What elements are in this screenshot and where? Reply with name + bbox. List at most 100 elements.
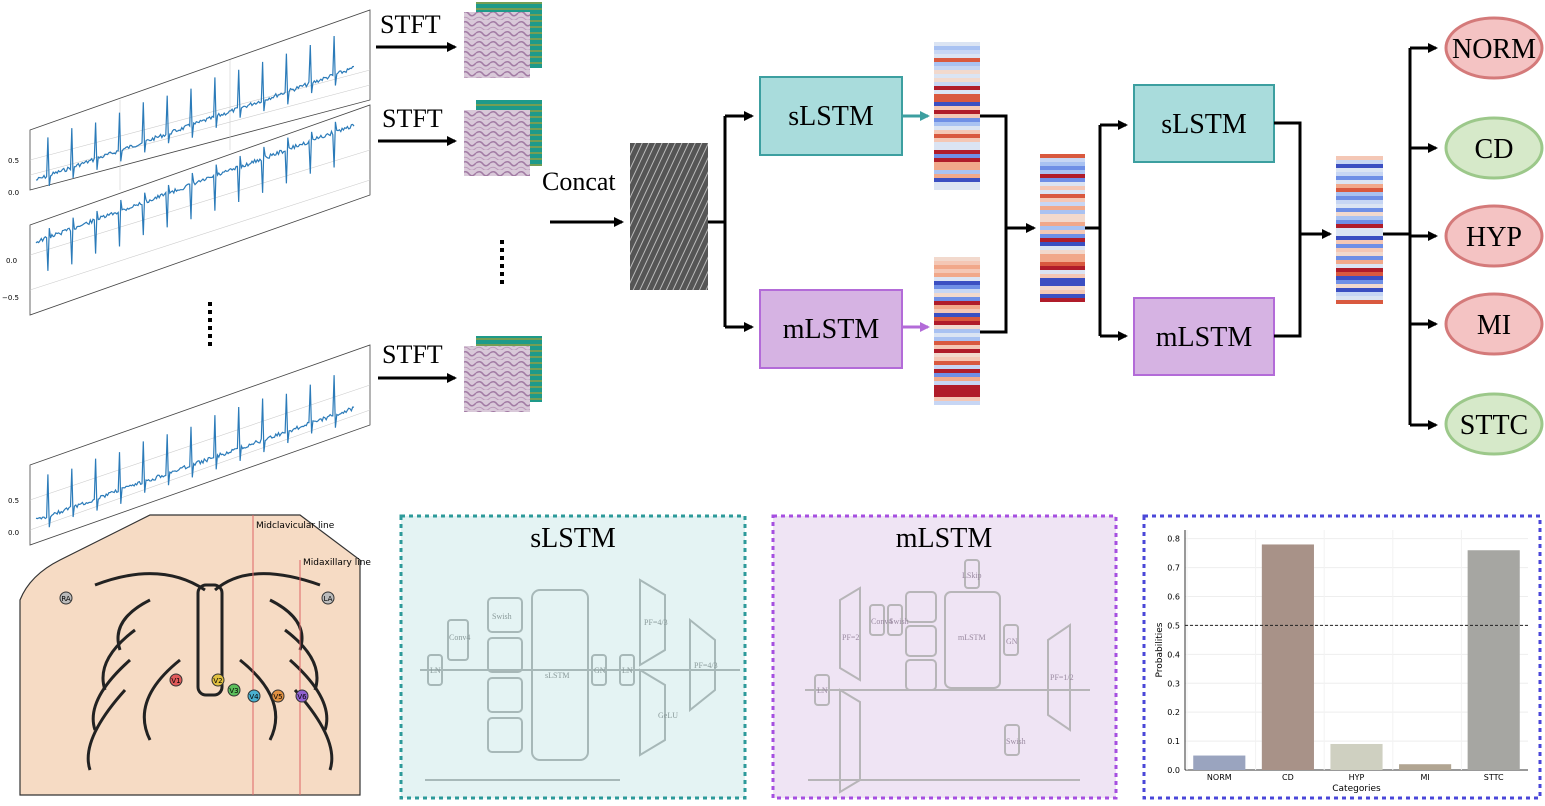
midclavicular-label: Midclavicular line [256,521,335,531]
slstm-part: Swish [492,612,512,621]
mlstm-part: LN [817,686,828,695]
class-norm: NORM [1444,16,1544,80]
stft-label: STFT [382,340,443,369]
feature-map-merged-2 [1336,156,1383,304]
y-tick-label: 0.7 [1167,564,1180,573]
electrode-label: V3 [229,687,238,695]
y-tick-label: 0.6 [1167,593,1180,602]
x-tick-label: STTC [1484,773,1504,782]
y-tick-label: 0.3 [1167,679,1180,688]
electrode-v1 [169,673,183,687]
mlstm-part: Swish [889,617,909,626]
slstm-part: PF=4/3 [694,661,718,670]
mlstm-part: Swish [1006,737,1026,746]
bar-mi [1399,764,1452,770]
slstm-part: LN [622,666,633,675]
mlstm-part: PF=2 [842,633,859,642]
ecg-trace-3: 0.5 0.0 [8,344,371,546]
mlstm-detail-panel: mLSTM LN PF=2 Conv4 Swish mLSTM LSkip [771,514,1118,800]
concat-label: Concat [542,167,616,196]
class-label: HYP [1466,222,1522,253]
x-axis-label: Categories [1332,784,1381,794]
mlstm-block-2: mLSTM [1133,297,1275,376]
electrode-placement-illustration: Midclavicular line Midaxillary line RA LA… [19,514,371,796]
bar-cd [1261,544,1314,770]
stft-label: STFT [382,104,443,133]
slstm-part: GeLU [658,711,678,720]
connectors-stage-1 [708,111,754,332]
ecg-trace-2: 0.0 −0.5 [2,104,371,316]
stft-step-1: STFT [376,10,457,52]
electrode-label: V1 [171,677,180,685]
mlstm-part: Conv4 [871,617,892,626]
electrode-label: V6 [297,693,307,701]
slstm-block-1: sLSTM [759,76,903,156]
x-tick-label: CD [1282,773,1294,782]
stft-step-2: STFT [378,104,457,146]
class-label: MI [1477,310,1511,341]
slstm-part: PF=4/3 [644,618,668,627]
electrode-v5 [271,689,285,703]
connectors-stage-3 [1274,43,1438,430]
bar-norm [1193,755,1246,770]
electrode-label: RA [61,595,71,603]
class-label: CD [1475,134,1514,165]
electrode-v4 [247,689,261,703]
y-tick-label: 0.2 [1167,708,1180,717]
connectors-stage-2 [980,114,1128,341]
midaxillary-label: Midaxillary line [303,558,371,568]
y-tick-label: 0.4 [1167,650,1180,659]
electrode-ra [59,591,73,605]
electrode-label: LA [324,595,333,603]
ecg-tick: 0.5 [8,157,19,165]
class-sttc: STTC [1444,392,1544,456]
mlstm-part: GN [1006,637,1018,646]
y-tick-label: 0.1 [1167,737,1180,746]
y-tick-label: 0.8 [1167,535,1180,544]
class-label: STTC [1460,410,1528,441]
ecg-tick: 0.0 [6,257,17,265]
mlstm-block-label: mLSTM [783,314,880,345]
feature-map-slstm-1 [934,42,980,190]
bar-hyp [1330,743,1383,770]
slstm-detail-panel: sLSTM LN Conv4 Swish sLSTM GN LN PF=4/3 [399,514,747,800]
spectrogram-stack-2 [464,100,542,176]
electrode-la [321,591,335,605]
x-tick-label: HYP [1349,773,1365,782]
stft-label: STFT [380,10,441,39]
mlstm-part: PF=1/2 [1050,673,1074,682]
x-tick-label: MI [1420,773,1429,782]
slstm-part: LN [430,666,441,675]
mlstm-block-1: mLSTM [759,289,903,369]
y-tick-label: 0.0 [1167,766,1180,775]
ecg-tick: 0.0 [8,189,19,197]
ecg-tick: 0.0 [8,529,19,537]
class-label: NORM [1452,34,1536,65]
mlstm-part: mLSTM [958,633,986,642]
slstm-block-label: sLSTM [1161,109,1247,140]
mlstm-panel-title: mLSTM [896,523,993,554]
electrode-label: V4 [249,693,259,701]
mlstm-part: LSkip [962,571,982,580]
slstm-block-label: sLSTM [788,101,874,132]
electrode-label: V5 [273,693,282,701]
bar-sttc [1467,550,1520,770]
slstm-panel-title: sLSTM [530,523,616,554]
ecg-tick: −0.5 [2,294,19,302]
stft-step-3: STFT [378,340,457,383]
feature-map-merged-1 [1040,154,1085,302]
slstm-block-2: sLSTM [1133,84,1275,163]
slstm-part: sLSTM [545,671,569,680]
y-axis-label: Probabilities [1155,622,1165,677]
spectrogram-stack-1 [464,2,542,78]
slstm-part: GN [594,666,606,675]
electrode-label: V2 [213,677,222,685]
y-tick-label: 0.5 [1167,621,1180,630]
concat-feature-map [630,143,708,290]
slstm-part: Conv4 [449,633,470,642]
electrode-v2 [211,673,225,687]
ellipsis-dots [208,240,504,346]
ecg-tick: 0.5 [8,497,19,505]
